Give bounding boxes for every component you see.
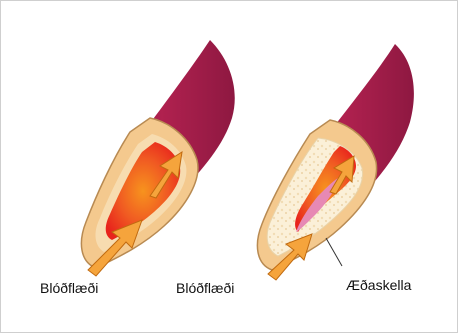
left-flow-label: Blóðflæði [40, 280, 98, 296]
plaque-label: Æðaskella [346, 277, 412, 293]
right-flow-label: Blóðflæði [176, 280, 234, 296]
right-vessel [257, 44, 413, 280]
plaque-leader-line [326, 238, 342, 266]
left-vessel [81, 40, 234, 276]
